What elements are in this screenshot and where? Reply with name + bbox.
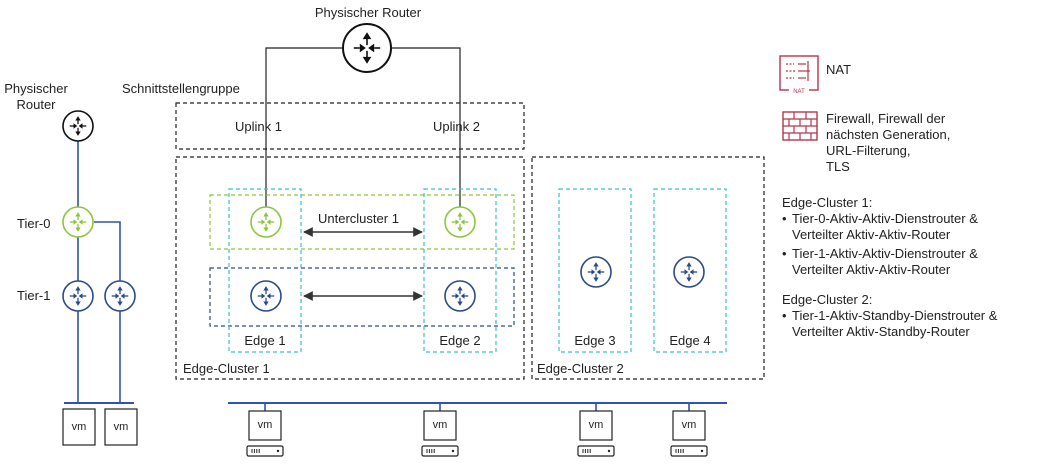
- edge4-label: Edge 4: [669, 333, 711, 348]
- uplink2-line: [392, 47, 461, 213]
- vm-label: vm: [432, 419, 448, 431]
- edge4-box: [653, 188, 727, 353]
- vm-host-icon: [577, 410, 615, 457]
- interface-group-box: [175, 102, 525, 150]
- edge-cluster2-legend-title: Edge-Cluster 2:: [782, 292, 873, 307]
- vm-box: [62, 408, 96, 446]
- edge-cluster-1-box: [175, 156, 525, 380]
- physical-router-top-label: Physischer Router: [314, 5, 422, 20]
- edge-cluster1-label: Edge-Cluster 1: [183, 361, 270, 376]
- edge-cluster2-legend-list: Tier-1-Aktiv-Standby-Dienstrouter & Vert…: [782, 308, 1032, 343]
- tier0-router-left-icon: [62, 206, 94, 238]
- vm-label: vm: [681, 419, 697, 431]
- tier0-band: [209, 194, 515, 250]
- vm-host-icon: [246, 410, 284, 457]
- edge3-box: [558, 188, 632, 353]
- vm-host-icon: [670, 410, 708, 457]
- physical-router-left-icon: [62, 110, 94, 142]
- nat-icon-text: NAT: [793, 89, 805, 95]
- tier1-router-left-b-icon: [104, 280, 136, 312]
- tier1-label: Tier-1: [17, 288, 51, 303]
- vm-label: vm: [113, 421, 129, 433]
- edge3-tier1-router-icon: [580, 256, 612, 288]
- intercluster-label: Untercluster 1: [318, 211, 399, 226]
- edge2-box: [423, 188, 497, 353]
- vm-host-icon: [421, 410, 459, 457]
- vm-label: vm: [588, 419, 604, 431]
- edge2-tier1-router-icon: [444, 280, 476, 312]
- edge2-tier0-router-icon: [444, 206, 476, 238]
- edge4-tier1-router-icon: [673, 256, 705, 288]
- physical-router-top-icon: [342, 23, 392, 73]
- vm-label: vm: [71, 421, 87, 433]
- edge-cluster2-legend-item: Tier-1-Aktiv-Standby-Dienstrouter & Vert…: [782, 308, 1032, 340]
- firewall-legend-label: Firewall, Firewall der nächsten Generati…: [826, 111, 951, 174]
- edge1-tier0-router-icon: [250, 206, 282, 238]
- edge-cluster1-legend-list: Tier-0-Aktiv-Aktiv-Dienstrouter & Vertei…: [782, 211, 1032, 281]
- left-topology: [64, 141, 134, 404]
- edge1-box: [228, 188, 302, 353]
- routers-layer: [62, 23, 705, 312]
- nat-icon: NAT: [779, 55, 819, 95]
- vm-box: [104, 408, 138, 446]
- edge2-label: Edge 2: [439, 333, 481, 348]
- left-tier1b-link: [94, 221, 121, 402]
- edge-cluster1-legend-title: Edge-Cluster 1:: [782, 195, 873, 210]
- edge-cluster1-legend-item: Tier-0-Aktiv-Aktiv-Dienstrouter & Vertei…: [782, 211, 1032, 243]
- physical-router-left-label: Physischer Router: [4, 81, 68, 112]
- vms-layer: [62, 408, 708, 457]
- uplink2-label: Uplink 2: [433, 119, 480, 134]
- edge-cluster2-label: Edge-Cluster 2: [537, 361, 624, 376]
- edge3-label: Edge 3: [574, 333, 616, 348]
- tier1-router-left-icon: [62, 280, 94, 312]
- tier0-label: Tier-0: [17, 216, 51, 231]
- uplink1-line: [265, 47, 344, 213]
- edge1-tier1-router-icon: [250, 280, 282, 312]
- firewall-icon: [782, 111, 818, 141]
- tier1-band: [209, 267, 515, 327]
- edge-cluster-2-box: [531, 156, 765, 380]
- interface-group-label: Schnittstellengruppe: [122, 81, 240, 96]
- vm-label: vm: [257, 419, 273, 431]
- edge-cluster1-legend-item: Tier-1-Aktiv-Aktiv-Dienstrouter & Vertei…: [782, 246, 1032, 278]
- nat-legend-label: NAT: [826, 62, 852, 77]
- uplink1-label: Uplink 1: [235, 119, 282, 134]
- edge1-label: Edge 1: [244, 333, 286, 348]
